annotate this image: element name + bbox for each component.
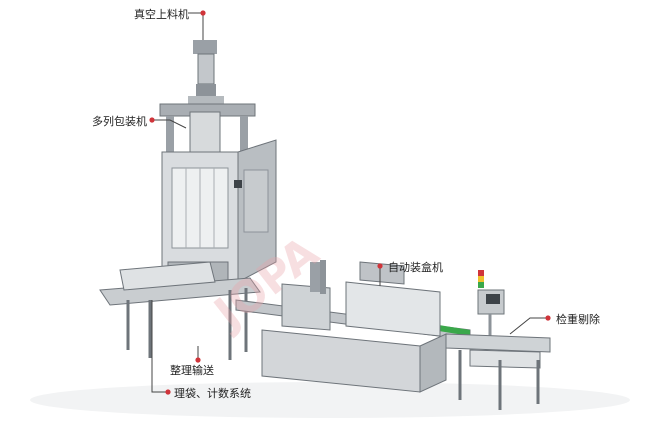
vacuum-loader — [188, 40, 224, 106]
bag-sorting-counting-system — [99, 261, 261, 360]
label-bag-sorting-counting: 理袋、计数系统 — [174, 387, 251, 400]
auto-cartoner — [261, 260, 447, 393]
label-checkweigher-reject: 检重剔除 — [556, 313, 600, 326]
callout-dots — [149, 10, 551, 395]
label-vacuum-loader: 真空上料机 — [134, 8, 189, 21]
multi-lane-packer — [159, 103, 277, 285]
label-auto-cartoner: 自动装盒机 — [388, 261, 443, 274]
label-sorting-conveying: 整理输送 — [170, 364, 214, 377]
checkweigher-rejector — [445, 270, 551, 410]
label-multi-lane-packer: 多列包装机 — [92, 115, 147, 128]
